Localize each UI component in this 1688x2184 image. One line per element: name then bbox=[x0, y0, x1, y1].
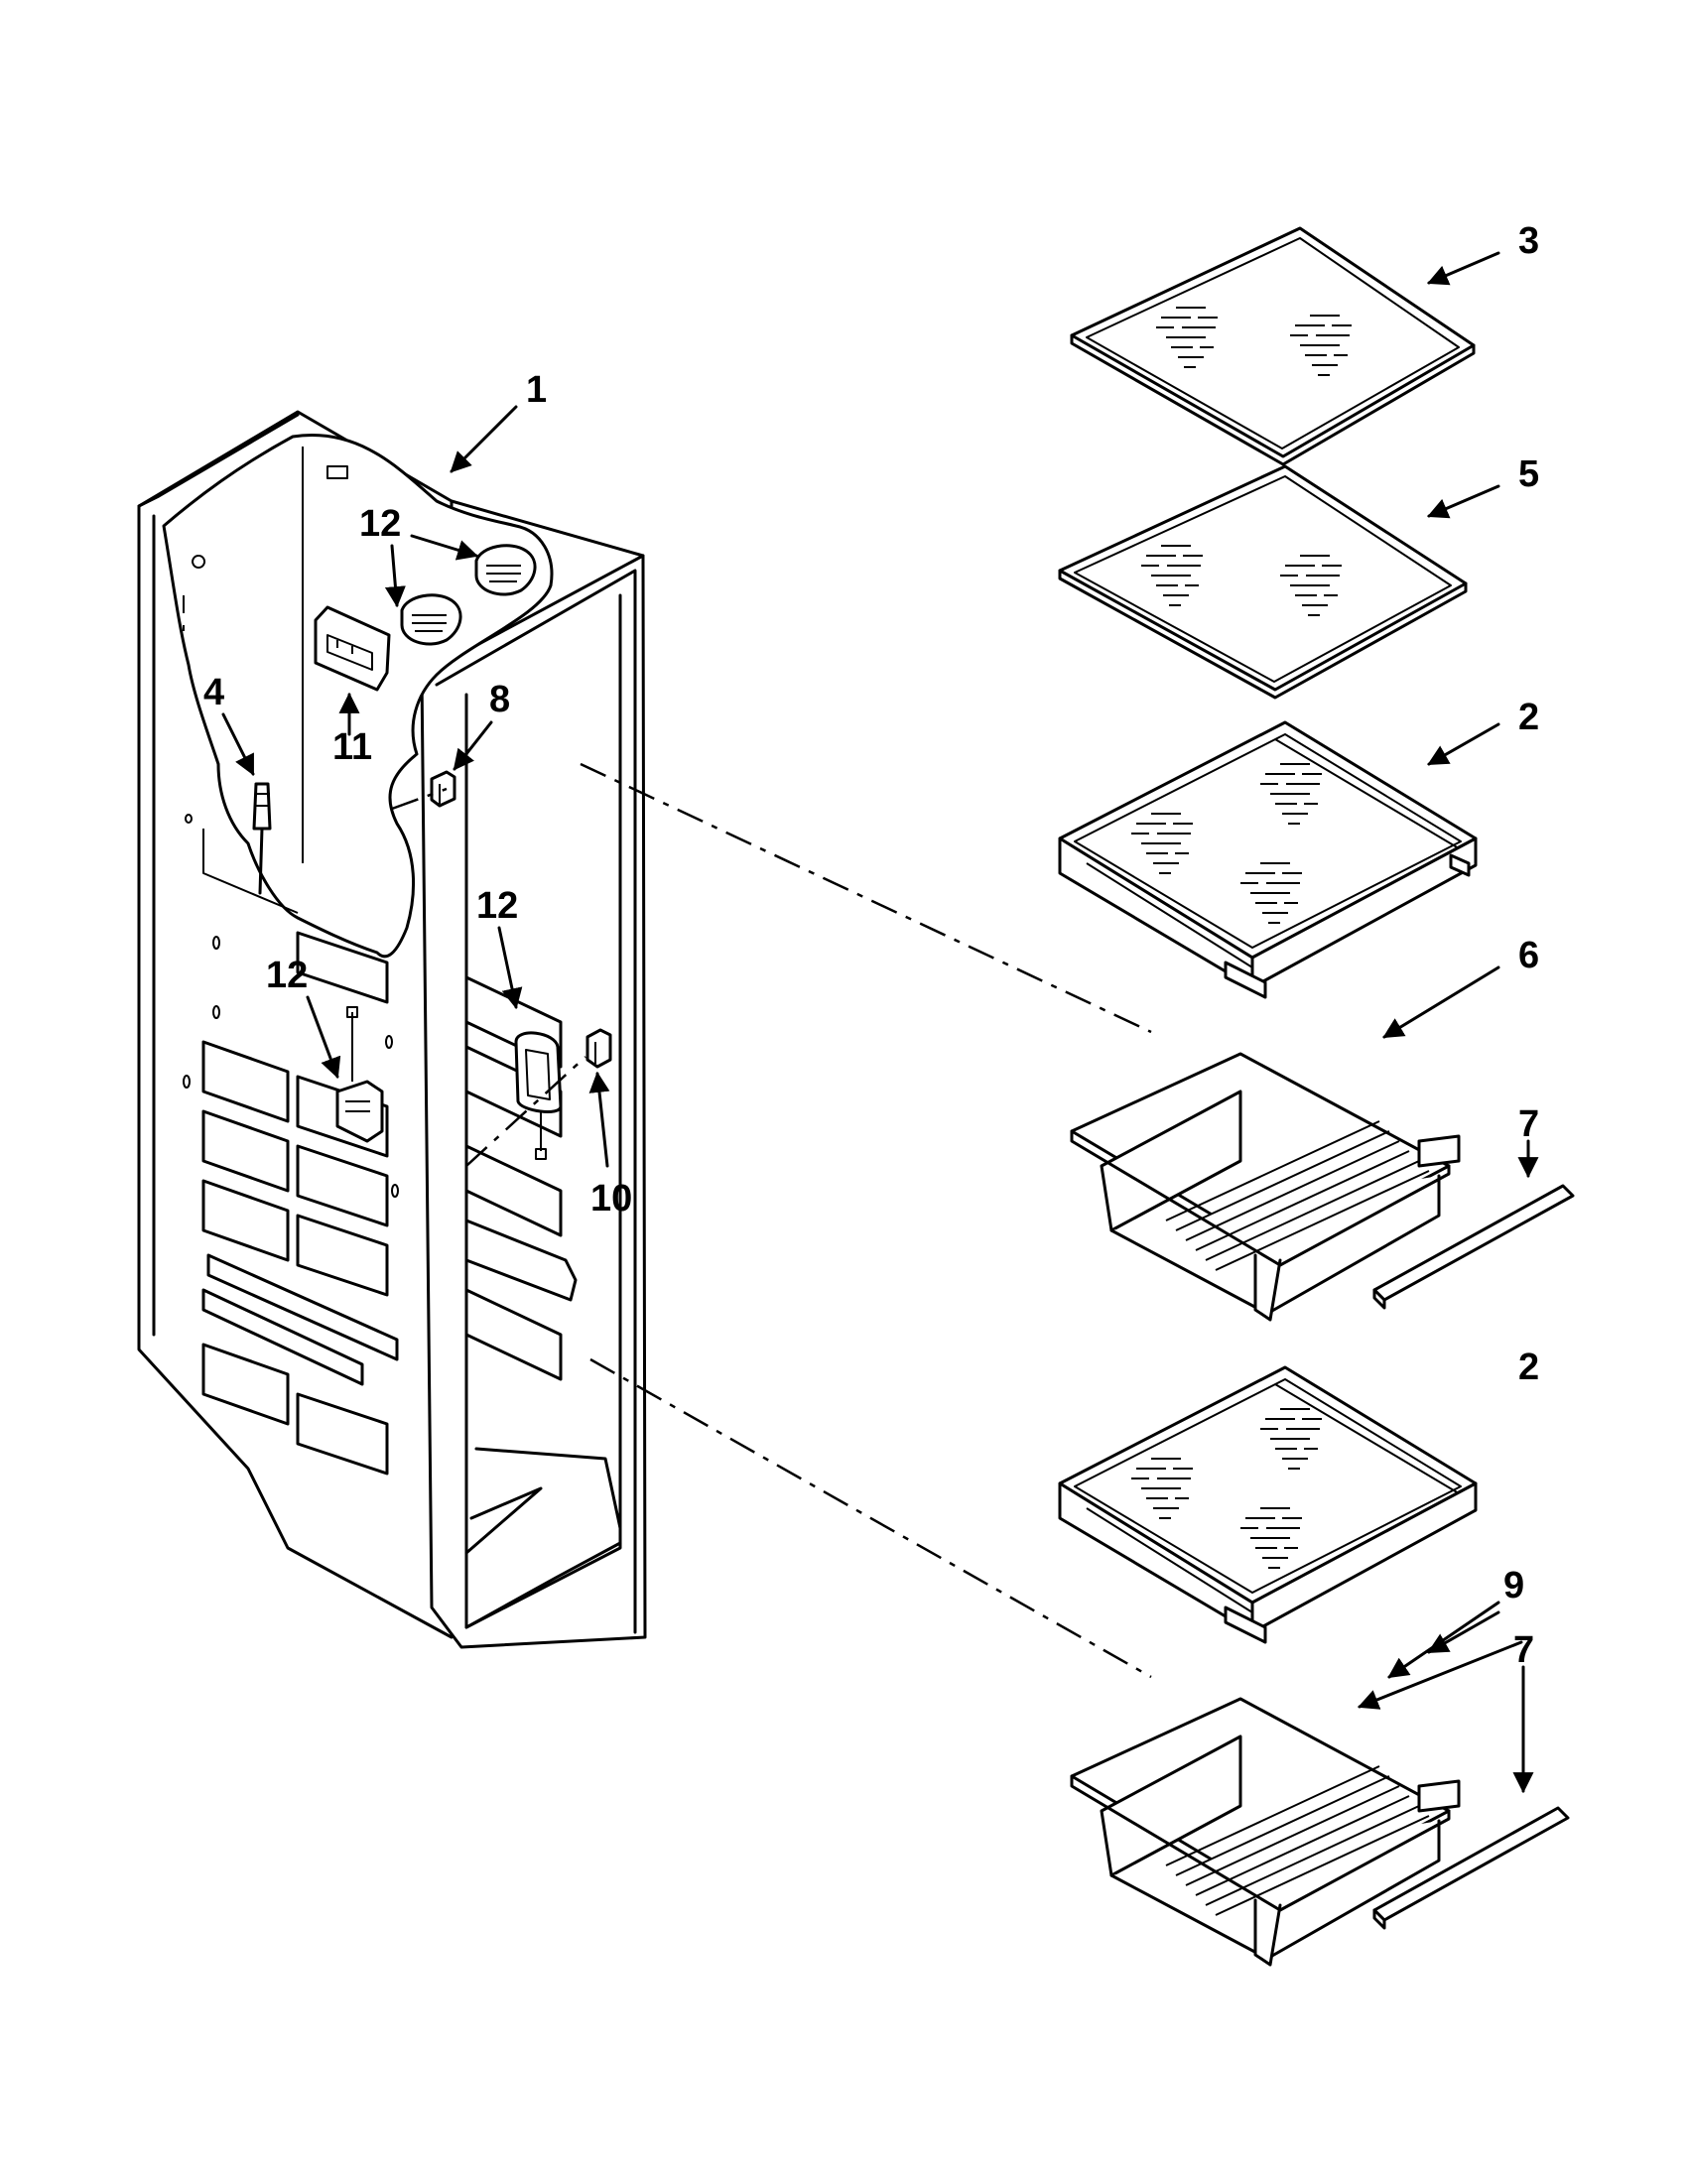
callout-2-upper: 2 bbox=[1518, 697, 1539, 738]
crisper-drawer-6 bbox=[1070, 1052, 1461, 1322]
light-housing-right bbox=[514, 1031, 563, 1160]
glass-shelf-5 bbox=[1058, 464, 1468, 700]
control-module bbox=[314, 605, 391, 692]
freezer-liner bbox=[137, 410, 647, 1649]
sliding-shelf-2-upper bbox=[1058, 720, 1478, 999]
sliding-shelf-2-lower bbox=[1058, 1365, 1478, 1644]
callout-7-lower: 7 bbox=[1513, 1629, 1534, 1671]
callout-4: 4 bbox=[203, 672, 224, 713]
light-left-wall bbox=[335, 1006, 384, 1143]
glass-shelf-3 bbox=[1070, 226, 1476, 466]
callout-9: 9 bbox=[1503, 1565, 1524, 1606]
callout-5: 5 bbox=[1518, 453, 1539, 495]
callout-12-left: 12 bbox=[266, 955, 308, 996]
callout-labels: 1 2 2 3 4 5 6 7 7 8 9 10 11 12 12 12 bbox=[203, 220, 1539, 1671]
callout-2-lower: 2 bbox=[1518, 1347, 1539, 1388]
switch-10 bbox=[585, 1028, 612, 1069]
drawer-trim-7-lower bbox=[1372, 1806, 1570, 1930]
leader-arrows bbox=[221, 251, 1539, 1794]
callout-7-upper: 7 bbox=[1518, 1103, 1539, 1145]
light-assembly-top bbox=[400, 544, 537, 646]
callout-6: 6 bbox=[1518, 935, 1539, 976]
callout-1: 1 bbox=[526, 369, 547, 411]
sensor-probe bbox=[252, 782, 272, 895]
callout-10: 10 bbox=[590, 1178, 632, 1220]
crisper-drawer-9 bbox=[1070, 1697, 1461, 1967]
drawer-trim-7-upper bbox=[1372, 1184, 1575, 1310]
dashed-guide-2 bbox=[589, 1357, 1152, 1679]
dashed-guide-1 bbox=[580, 762, 1152, 1034]
callout-3: 3 bbox=[1518, 220, 1539, 262]
callout-12-right: 12 bbox=[476, 885, 518, 927]
callout-11: 11 bbox=[332, 726, 372, 768]
callout-12-top: 12 bbox=[359, 503, 401, 545]
callout-8: 8 bbox=[489, 679, 510, 720]
